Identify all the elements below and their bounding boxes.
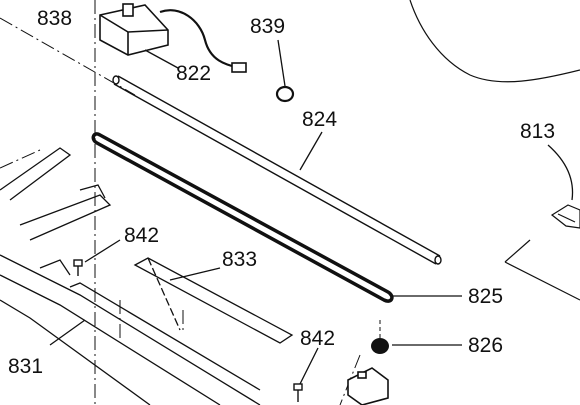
rail-joint <box>39 259 71 276</box>
leader-813 <box>547 144 574 201</box>
leader-822 <box>144 49 179 69</box>
guide-line-upper-left <box>0 17 136 96</box>
flex-strip <box>133 257 294 344</box>
cable-connector <box>231 62 247 73</box>
motor-body <box>99 4 169 56</box>
label-839: 839 <box>250 15 285 38</box>
rail-middle <box>0 274 221 405</box>
alignment-guides <box>0 0 361 405</box>
pulley-826 <box>371 320 389 354</box>
lower-bracket-body <box>347 367 389 405</box>
rail-inner <box>69 282 261 391</box>
rail-top <box>0 254 261 405</box>
screw-upper-head <box>73 259 83 267</box>
leader-842b <box>299 347 319 385</box>
stepper-motor-822 <box>99 3 247 73</box>
guide-line-left <box>0 149 41 169</box>
label-842-lower: 842 <box>300 327 335 350</box>
leader-831 <box>49 319 86 346</box>
frame-curve-top <box>409 0 580 83</box>
label-833: 833 <box>222 248 257 271</box>
upper-clip <box>79 184 106 199</box>
label-813: 813 <box>520 120 555 143</box>
lower-bracket-tab <box>357 371 367 379</box>
label-825: 825 <box>468 285 503 308</box>
leader-833 <box>169 267 221 281</box>
bracket-813-detail <box>557 213 576 223</box>
lower-bracket <box>347 367 389 405</box>
o-ring-839 <box>275 85 295 103</box>
drive-belt-825 <box>91 132 394 303</box>
leader-839 <box>277 39 286 87</box>
screws-842 <box>73 259 303 402</box>
leader-824 <box>299 131 323 171</box>
screw-upper <box>73 259 83 276</box>
label-838: 838 <box>37 7 72 30</box>
motor-cable <box>159 9 241 70</box>
leader-842a <box>84 239 121 263</box>
screw-lower-head <box>293 383 303 391</box>
motor-shaft <box>122 3 134 17</box>
label-822: 822 <box>176 62 211 85</box>
flex-fold <box>147 257 181 331</box>
leader-lines <box>49 39 574 385</box>
frame-edge-right <box>504 261 580 301</box>
label-842-upper: 842 <box>124 224 159 247</box>
carriage-rail-831 <box>0 147 261 405</box>
shaft-upper-edge <box>117 75 441 257</box>
flex-cable-833 <box>133 257 294 344</box>
shaft-lower-edge <box>113 83 437 265</box>
guide-shaft-824 <box>112 75 442 265</box>
screw-lower <box>293 383 303 402</box>
rail-bottom <box>0 299 151 405</box>
frame-edge-right-2 <box>504 239 531 263</box>
label-831: 831 <box>8 355 43 378</box>
upper-left-strip <box>0 147 72 201</box>
shaft-end-right <box>434 255 442 265</box>
upper-rail <box>19 194 112 241</box>
label-826: 826 <box>468 334 503 357</box>
pulley-body <box>371 338 389 354</box>
bracket-813 <box>550 204 580 229</box>
belt-outline <box>91 132 394 303</box>
shaft-end-left <box>112 75 120 85</box>
label-824: 824 <box>302 108 337 131</box>
part-labels: 838 839 822 824 813 842 833 825 842 826 … <box>8 7 555 378</box>
frame-outlines <box>409 0 580 301</box>
